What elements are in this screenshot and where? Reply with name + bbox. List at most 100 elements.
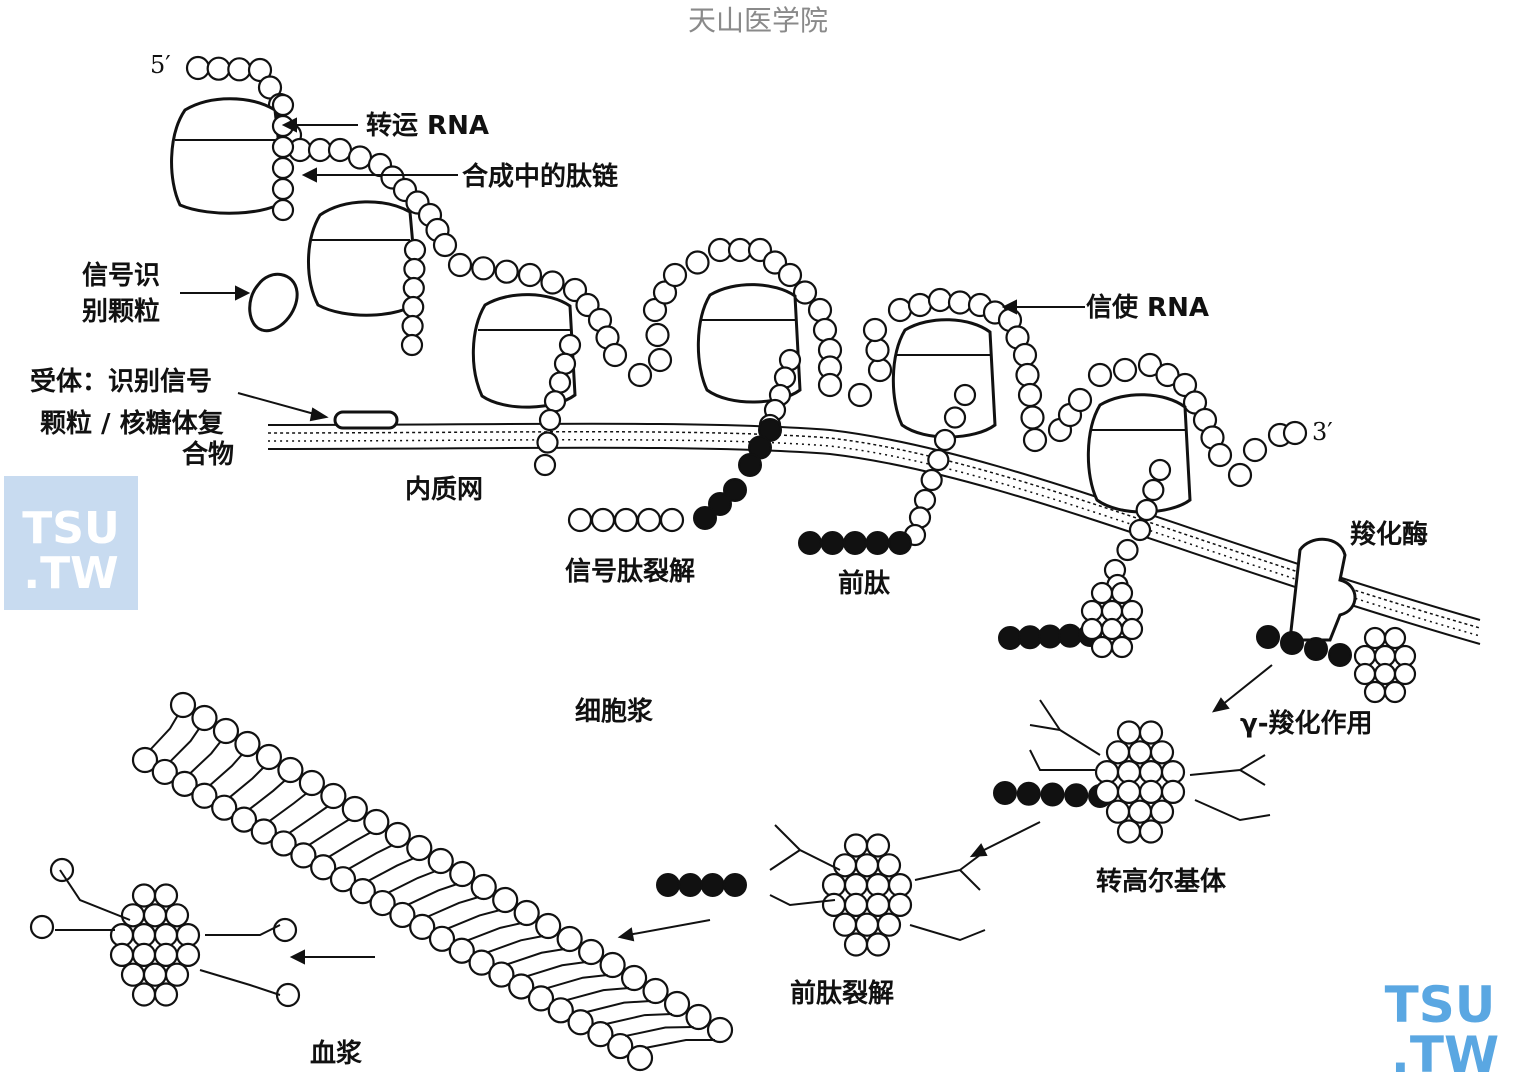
mrna-bead xyxy=(1227,462,1253,488)
glycoprotein-bead xyxy=(153,922,179,948)
protein-cluster-bead xyxy=(1373,662,1397,686)
lipid-head-inner xyxy=(508,973,535,1000)
glycoprotein-branches xyxy=(55,699,1271,996)
propeptide-bead xyxy=(1280,631,1304,655)
lipid-head-inner xyxy=(626,1044,654,1072)
peptide-bead-black xyxy=(693,506,717,530)
mrna-bead xyxy=(947,290,973,315)
glycoprotein-bead xyxy=(120,903,146,928)
branch-terminal-bead xyxy=(272,917,298,943)
lipid-head-inner xyxy=(329,866,357,893)
lipid-head-outer xyxy=(277,756,304,784)
srp-receptor xyxy=(333,410,399,430)
nascent-bead xyxy=(271,177,295,201)
propeptide-bead xyxy=(1328,643,1352,667)
ribosome-4 xyxy=(696,283,802,404)
lipid-head-outer xyxy=(685,1003,712,1031)
nascent-bead xyxy=(271,135,295,159)
glycoprotein-bead xyxy=(1105,740,1131,765)
plasma-membrane-bilayer xyxy=(131,691,734,1072)
glycoprotein-bead xyxy=(175,942,201,968)
glycoprotein-bead xyxy=(1138,779,1164,805)
lipid-head-outer xyxy=(470,873,497,901)
er-membrane xyxy=(267,422,1481,645)
mrna-bead xyxy=(812,317,838,343)
nascent-bead xyxy=(558,333,582,357)
signal-peptide-bead xyxy=(590,507,616,533)
protein-cluster-bead xyxy=(1353,662,1377,686)
label-3prime: 3′ xyxy=(1312,418,1333,446)
label-gamma-carboxylation: γ-羧化作用 xyxy=(1240,708,1373,739)
nascent-bead xyxy=(548,371,572,394)
glycoprotein-bead xyxy=(843,892,869,918)
glycoprotein-bead xyxy=(887,872,913,898)
lipid-tail xyxy=(406,883,458,906)
glycoprotein-bead xyxy=(876,912,902,937)
lipid-head-inner xyxy=(270,830,297,857)
lipid-tail xyxy=(545,974,608,990)
srp-particle xyxy=(248,272,299,333)
mrna-bead xyxy=(792,280,818,305)
glycoprotein-bead xyxy=(832,853,858,878)
mrna-bead xyxy=(1112,357,1138,383)
propeptide-bead xyxy=(700,873,725,897)
label-receptor-line1: 受体：识别信号 xyxy=(30,366,212,397)
nascent-bead xyxy=(1142,478,1165,502)
watermark-right-line1: TSU xyxy=(1385,976,1496,1034)
nascent-bead xyxy=(403,257,426,281)
nascent-bead xyxy=(271,156,295,180)
label-receptor-line2: 颗粒 / 核糖体复 xyxy=(40,408,225,439)
propeptide-bead xyxy=(1064,783,1089,808)
glycoprotein-bead xyxy=(821,872,847,898)
glycoprotein-bead xyxy=(109,922,135,948)
glycoprotein-bead xyxy=(854,853,880,878)
label-plasma: 血浆 xyxy=(310,1038,363,1069)
nascent-bead xyxy=(403,238,427,262)
glycoprotein-bead xyxy=(1160,779,1186,805)
glycoprotein-bead xyxy=(887,892,913,918)
mrna-bead xyxy=(727,237,753,263)
lipid-tail xyxy=(327,831,372,859)
glycoprotein-bead xyxy=(109,942,135,968)
mrna-bead xyxy=(887,297,913,323)
propeptide-bead xyxy=(888,531,912,555)
propeptide-bead xyxy=(1256,625,1280,649)
glycoprotein-bead xyxy=(1138,720,1164,745)
propeptide-bead xyxy=(798,531,822,555)
glycoprotein-bead xyxy=(1149,740,1175,765)
label-receptor-line3: 合物 xyxy=(182,439,234,470)
mrna-bead xyxy=(867,357,893,383)
lipid-head-inner xyxy=(409,913,436,940)
protein-cluster-bead xyxy=(1363,680,1387,704)
label-srp-line2: 别颗粒 xyxy=(81,296,160,327)
mrna-bead xyxy=(447,252,473,278)
nascent-bead xyxy=(1135,498,1158,522)
lipid-tail xyxy=(446,909,501,930)
glycoprotein-bead xyxy=(832,912,858,937)
lipid-head-outer xyxy=(298,769,325,797)
glycoprotein-bead xyxy=(843,833,869,858)
lipid-tail xyxy=(228,766,265,799)
glycoprotein-bead xyxy=(142,903,168,928)
mrna-bead xyxy=(471,256,496,281)
mrna-bead xyxy=(1067,387,1093,413)
watermark-right: TSU .TW xyxy=(1385,976,1499,1084)
ribosome-2 xyxy=(307,200,420,317)
propeptide-bead xyxy=(656,873,680,897)
mrna-bead xyxy=(1207,442,1233,468)
glycoprotein-bead xyxy=(142,962,168,987)
glycoprotein-bead xyxy=(843,872,869,898)
branch-terminal-bead xyxy=(275,982,301,1008)
signal-peptide-bead xyxy=(567,507,593,533)
glycoprotein-bead xyxy=(1116,759,1142,785)
propeptide-bead xyxy=(993,781,1017,805)
lipid-head-inner xyxy=(607,1032,634,1060)
protein-cluster-bead xyxy=(1383,680,1407,704)
glycoprotein-bead xyxy=(821,892,847,918)
signal-peptide-bead xyxy=(636,507,662,533)
propeptide-bead xyxy=(1018,625,1042,650)
propeptide-bead xyxy=(1038,624,1062,649)
mrna-bead xyxy=(517,262,543,288)
glycoprotein-bead xyxy=(1094,779,1120,805)
lipid-head-outer xyxy=(234,730,261,758)
